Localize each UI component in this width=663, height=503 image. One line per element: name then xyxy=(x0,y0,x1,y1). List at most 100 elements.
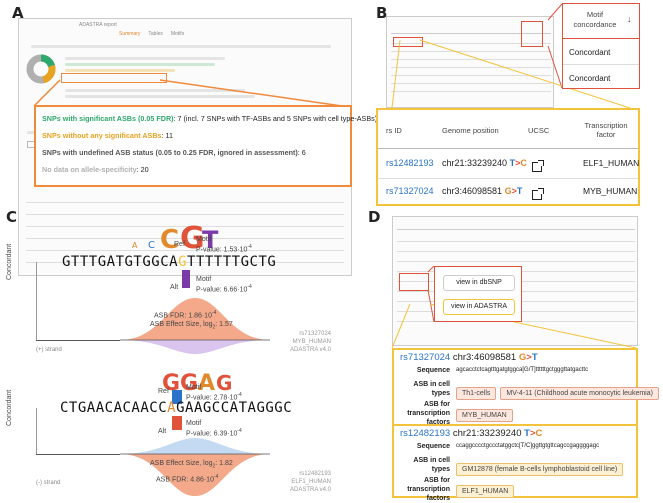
dna-sequence-top: GTTTGATGTGGCAGTTTTTTGCTG xyxy=(62,254,277,270)
motif-logo-top: A C C G T xyxy=(132,221,219,256)
rsid-link[interactable]: rs12482193 xyxy=(386,158,434,168)
svg-text:G: G xyxy=(216,371,232,395)
motif-logo-bottom: G G A G xyxy=(162,371,232,396)
motif-concordance-header[interactable]: Motif concordance xyxy=(573,10,617,29)
tf-name: ELF1_HUMAN xyxy=(583,158,640,168)
report-tabs: Summary Tables Motifs xyxy=(119,31,269,39)
col-header-rsid[interactable]: rs ID xyxy=(386,126,402,135)
genome-position: chr21:33239240 T>C xyxy=(442,158,527,168)
cell-type-tag[interactable]: MV-4-11 (Childhood acute monocytic leuke… xyxy=(500,387,659,400)
motif-label-bottom-2: Motif xyxy=(186,420,202,427)
svg-text:G: G xyxy=(180,221,205,256)
col-header-position[interactable]: Genome position xyxy=(442,126,499,135)
alt-label-top: Alt xyxy=(170,284,179,291)
asb-hill-bottom xyxy=(120,438,270,496)
panel-label-d: D xyxy=(368,208,381,226)
panel-label-c: C xyxy=(6,208,18,226)
rsid-link[interactable]: rs71327024 xyxy=(386,186,434,196)
thumb-line xyxy=(31,45,331,48)
sort-down-icon[interactable]: ↓ xyxy=(627,14,632,24)
snp-detail-cards: rs71327024 chr3:46098581 G>T Sequence ag… xyxy=(392,348,659,502)
zoom-connector-a xyxy=(33,79,343,107)
svg-text:G: G xyxy=(162,371,180,396)
concordance-value-1: Concordant xyxy=(569,48,611,57)
col-header-tf[interactable]: Transcription factor xyxy=(584,121,628,139)
donut-chart xyxy=(26,54,56,84)
dna-sequence-bottom: CTGAACACAACCAGAAGCCATAGGGC xyxy=(60,400,293,416)
cell-types-label: ASB in cell types xyxy=(413,381,450,397)
snp-card-title: rs12482193 chr21:33239240 T>C xyxy=(400,428,543,439)
pvalue-ref-bottom: P-value: 2.78·10-4 xyxy=(186,392,242,402)
strand-label-top: (+) strand xyxy=(36,347,62,353)
motif-label-bottom-1: Motif xyxy=(186,384,202,391)
table-row: rs71327024 chr3:46098581 G>T MYB_HUMAN xyxy=(378,180,638,204)
results-table-thumbnail xyxy=(386,16,554,108)
caption-rsid: rs71327024 xyxy=(299,331,332,337)
panel-label-a: A xyxy=(12,4,24,22)
asb-fdr-top: ASB FDR: 1.86·10-4 xyxy=(154,310,217,320)
svg-text:A: A xyxy=(198,371,215,396)
tf-tag[interactable]: MYB_HUMAN xyxy=(456,409,513,422)
motif-concordance-zoom: Motif concordance ↓ Concordant Concordan… xyxy=(562,3,640,89)
cell-type-tag[interactable]: GM12878 (female B-cells lymphoblastoid c… xyxy=(456,463,624,476)
zoom-line-3: SNPs with undefined ASB status (0.05 to … xyxy=(42,148,306,157)
rsid-link[interactable]: rs71327024 xyxy=(400,352,451,363)
caption-tf: MYB_HUMAN xyxy=(292,339,332,345)
zoom-line-1: SNPs with significant ASBs (0.05 FDR): 7… xyxy=(42,114,378,123)
svg-text:A: A xyxy=(132,241,138,250)
tab-tables[interactable]: Tables xyxy=(148,31,163,37)
asb-hill-top xyxy=(120,298,270,354)
axis-line-bottom xyxy=(36,454,120,455)
zoom-line-2: SNPs without any significant ASBs: 11 xyxy=(42,131,174,140)
pvalue-alt-top: P-value: 6.66·10-4 xyxy=(196,284,252,294)
caption-version: ADASTRA v4.0 xyxy=(290,487,332,493)
strand-label-bottom: (-) strand xyxy=(36,480,61,486)
tf-label: ASB for transcription factors xyxy=(407,401,450,426)
pvalue-ref-top: P-value: 1.53·10-4 xyxy=(196,244,252,254)
sequence-value: agcacctctcagtttgatgtggca[G/T]ttttttgctgg… xyxy=(456,367,589,373)
rsid-link[interactable]: rs12482193 xyxy=(400,428,451,439)
tf-label: ASB for transcription factors xyxy=(407,477,450,502)
snp-card-title: rs71327024 chr3:46098581 G>T xyxy=(400,352,538,363)
ref-label-bottom: Ref xyxy=(158,388,169,395)
results-table-zoom: rs ID Genome position UCSC Transcription… xyxy=(376,108,640,206)
asb-summary-zoom: SNPs with significant ASBs (0.05 FDR): 7… xyxy=(34,105,377,187)
view-in-dbsnp-button[interactable]: view in dbSNP xyxy=(443,275,515,291)
motif-label-top-2: Motif xyxy=(196,276,212,283)
external-link-icon[interactable] xyxy=(532,160,544,172)
alt-allele-bottom-upper xyxy=(172,390,182,404)
tab-summary[interactable]: Summary xyxy=(119,31,141,37)
zoom-connector-b xyxy=(391,3,631,109)
cell-type-tag[interactable]: Th1-cells xyxy=(456,387,497,400)
panel-label-b: B xyxy=(376,4,388,22)
pvalue-alt-bottom: P-value: 6.39·10-4 xyxy=(186,428,242,438)
axis-line-top xyxy=(36,340,120,341)
tf-name: MYB_HUMAN xyxy=(583,186,638,196)
alt-allele-bottom xyxy=(172,416,182,430)
asb-effect-top: ASB Effect Size, log2: 1.57 xyxy=(150,321,233,331)
view-in-adastra-button[interactable]: view in ADASTRA xyxy=(443,299,515,315)
tf-tag[interactable]: ELF1_HUMAN xyxy=(456,485,515,498)
axis-vertical-top xyxy=(36,262,37,340)
svg-text:G: G xyxy=(180,371,198,396)
report-header: ADASTRA report xyxy=(79,22,117,28)
cell-types-label: ASB in cell types xyxy=(413,457,450,473)
alt-label-bottom: Alt xyxy=(158,428,167,435)
genome-position: chr3:46098581 G>T xyxy=(442,186,523,196)
caption-tf: ELF1_HUMAN xyxy=(291,479,332,485)
thumb-highlight-box xyxy=(61,73,167,83)
report-table-thumbnail xyxy=(26,196,344,272)
col-header-ucsc[interactable]: UCSC xyxy=(528,126,550,135)
external-link-icon[interactable] xyxy=(532,188,544,200)
svg-text:C: C xyxy=(160,225,179,255)
cell-types-tags: GM12878 (female B-cells lymphoblastoid c… xyxy=(456,458,627,476)
concordance-value-2: Concordant xyxy=(569,74,611,83)
tf-tags: MYB_HUMAN xyxy=(456,404,517,422)
tf-tags: ELF1_HUMAN xyxy=(456,480,518,498)
svg-text:T: T xyxy=(202,226,219,254)
motif-label-top-1: Motif xyxy=(196,236,212,243)
tab-motifs[interactable]: Motifs xyxy=(170,31,185,37)
zoom-line-4: No data on allele-specificity: 20 xyxy=(42,165,149,174)
sequence-value: ccaggcccctgccctatggctc[T/C]ggttgtgttcagc… xyxy=(456,443,600,449)
